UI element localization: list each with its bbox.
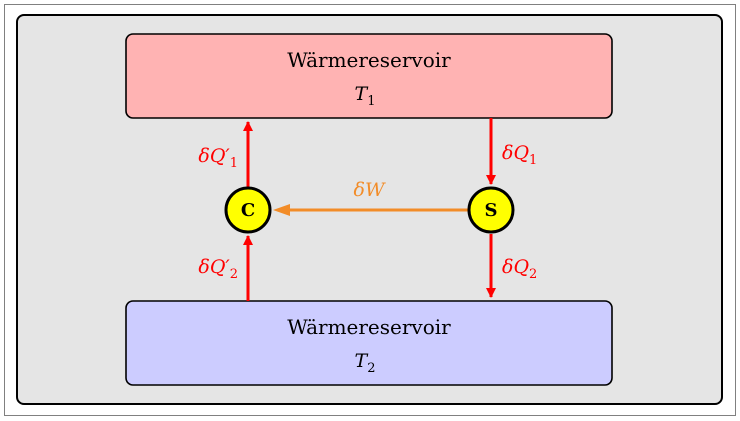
label-dq1-symbol: δQ — [502, 142, 529, 164]
hot-temp-subscript: 1 — [367, 94, 375, 109]
cold-reservoir-temperature: T2 — [355, 350, 376, 376]
label-dq2-prime-subscript: 2 — [230, 267, 238, 282]
node-s-label: S — [485, 200, 498, 221]
label-dq2-symbol: δQ — [502, 256, 529, 278]
cold-reservoir: Wärmereservoir T2 — [125, 300, 613, 386]
hot-temp-symbol: T — [355, 83, 369, 105]
node-c — [224, 186, 272, 234]
node-c-label: C — [241, 200, 255, 221]
hot-reservoir-name: Wärmereservoir — [287, 48, 451, 72]
cold-temp-symbol: T — [355, 350, 369, 372]
node-s — [467, 186, 515, 234]
label-dw: δW — [354, 179, 386, 201]
cold-temp-subscript: 2 — [367, 361, 375, 376]
hot-reservoir-temperature: T1 — [355, 83, 376, 109]
hot-reservoir-box — [125, 33, 613, 119]
label-dq1-prime: δQ′1 — [198, 145, 238, 171]
label-dq2-subscript: 2 — [529, 267, 537, 282]
label-dq2-prime: δQ′2 — [198, 256, 238, 282]
hot-reservoir: Wärmereservoir T1 — [125, 33, 613, 119]
label-dq1-subscript: 1 — [529, 153, 537, 168]
label-dq1-prime-subscript: 1 — [230, 156, 238, 171]
cold-reservoir-name: Wärmereservoir — [287, 315, 451, 339]
label-dq1-prime-symbol: δQ′ — [198, 145, 230, 167]
label-dq2-prime-symbol: δQ′ — [198, 256, 230, 278]
label-dq1: δQ1 — [502, 142, 537, 168]
cold-reservoir-box — [125, 300, 613, 386]
arrow-work-head — [273, 204, 290, 216]
label-dq2: δQ2 — [502, 256, 537, 282]
